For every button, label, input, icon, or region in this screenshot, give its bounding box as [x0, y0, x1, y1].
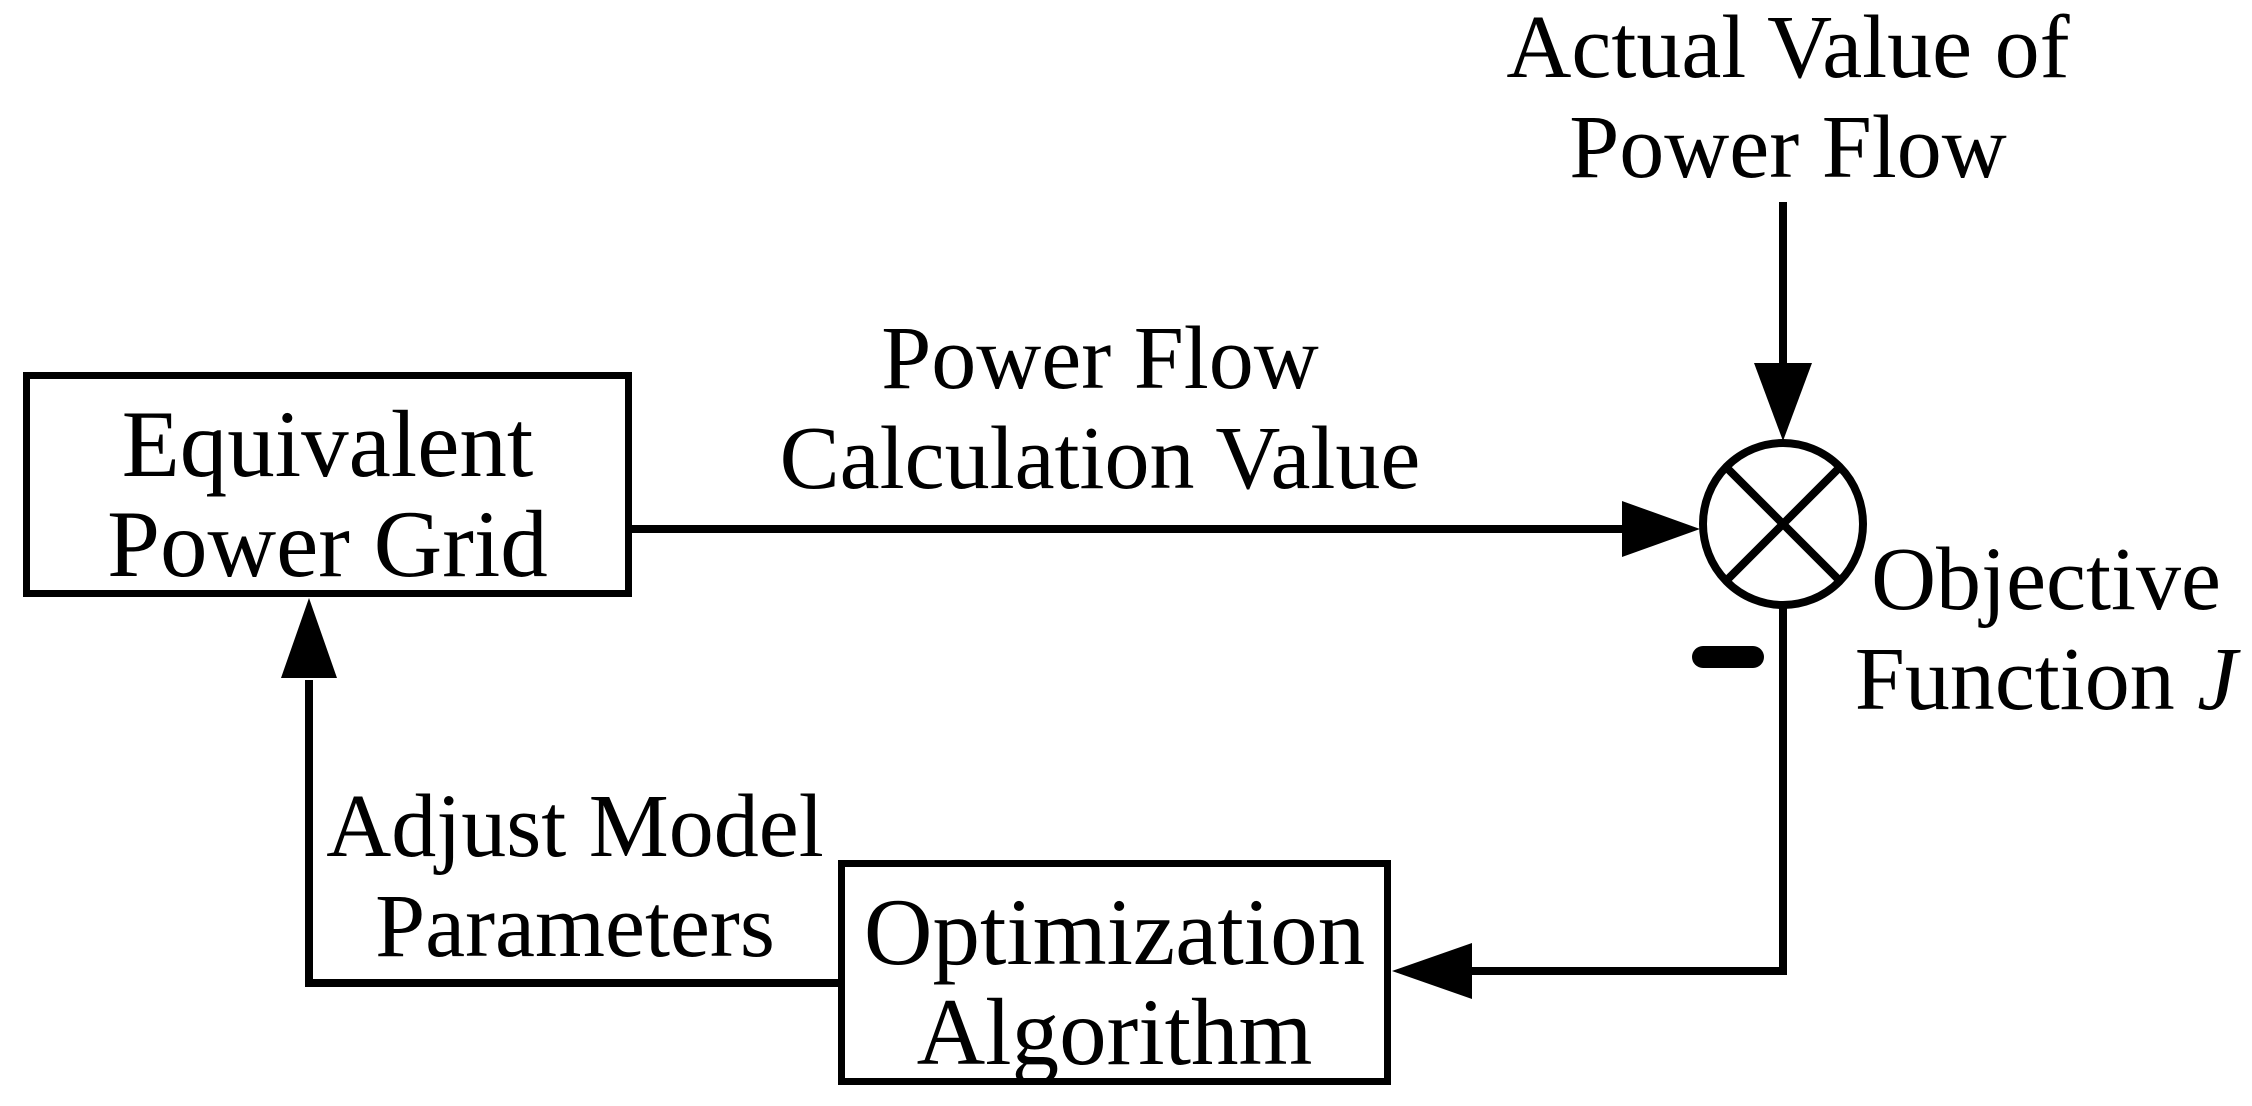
actual-value-to-junction-arrow: [1754, 202, 1812, 441]
equivalent-power-grid-label-line2: Power Grid: [107, 490, 548, 597]
optimization-algorithm-box: Optimization Algorithm: [838, 860, 1391, 1085]
adjust-parameters-label-line2: Parameters: [375, 877, 775, 976]
objective-function-label-line2: Function J: [1855, 630, 2237, 730]
summing-junction-icon: [1699, 439, 1867, 609]
equivalent-power-grid-box: Equivalent Power Grid: [23, 372, 632, 597]
equivalent-power-grid-label-line1: Equivalent: [121, 390, 534, 497]
adjust-parameters-label-line1: Adjust Model: [326, 777, 824, 876]
actual-value-label-line2: Power Flow: [1569, 98, 2007, 197]
optimization-to-grid-arrow: [281, 598, 838, 987]
calculation-value-label-line1: Power Flow: [881, 309, 1319, 408]
objective-function-label: Objective Function J: [1855, 530, 2237, 730]
actual-value-label-line1: Actual Value of: [1506, 0, 2070, 97]
actual-value-label: Actual Value of Power Flow: [1506, 0, 2069, 198]
optimization-algorithm-label-line2: Algorithm: [916, 978, 1313, 1085]
objective-function-label-line1: Objective: [1871, 530, 2221, 629]
adjust-parameters-label: Adjust Model Parameters: [326, 777, 824, 977]
grid-to-junction-arrow: [632, 501, 1700, 557]
junction-to-optimization-arrow: [1392, 605, 1787, 999]
calculation-value-label: Power Flow Calculation Value: [780, 309, 1421, 509]
objective-function-label-line2-text: Function: [1854, 630, 2198, 729]
optimization-algorithm-label-line1: Optimization: [863, 878, 1366, 985]
objective-function-symbol-J: J: [2197, 630, 2238, 729]
calculation-value-label-line2: Calculation Value: [779, 409, 1421, 508]
